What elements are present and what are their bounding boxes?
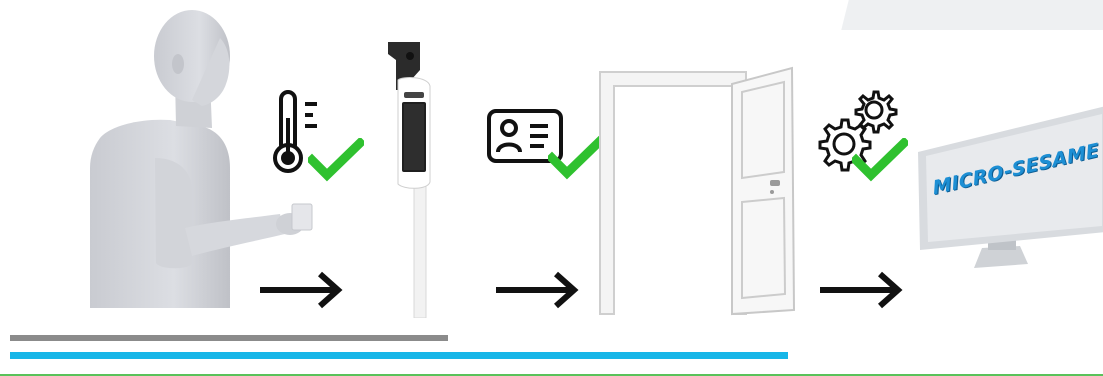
monitor: MICRO-SESAME	[916, 100, 1103, 272]
checkmark-icon	[852, 138, 908, 182]
arrow-right-icon	[258, 270, 344, 310]
monitor-brand-text: MICRO-SESAME	[920, 95, 1103, 262]
arrow-right-icon	[494, 270, 580, 310]
open-door	[596, 62, 802, 316]
divider-gray	[10, 335, 448, 341]
divider-blue	[10, 352, 788, 359]
checkmark-icon	[308, 138, 364, 182]
temperature-kiosk	[380, 40, 450, 318]
decorative-corner-shape	[841, 0, 1103, 30]
arrow-right-icon	[818, 270, 904, 310]
